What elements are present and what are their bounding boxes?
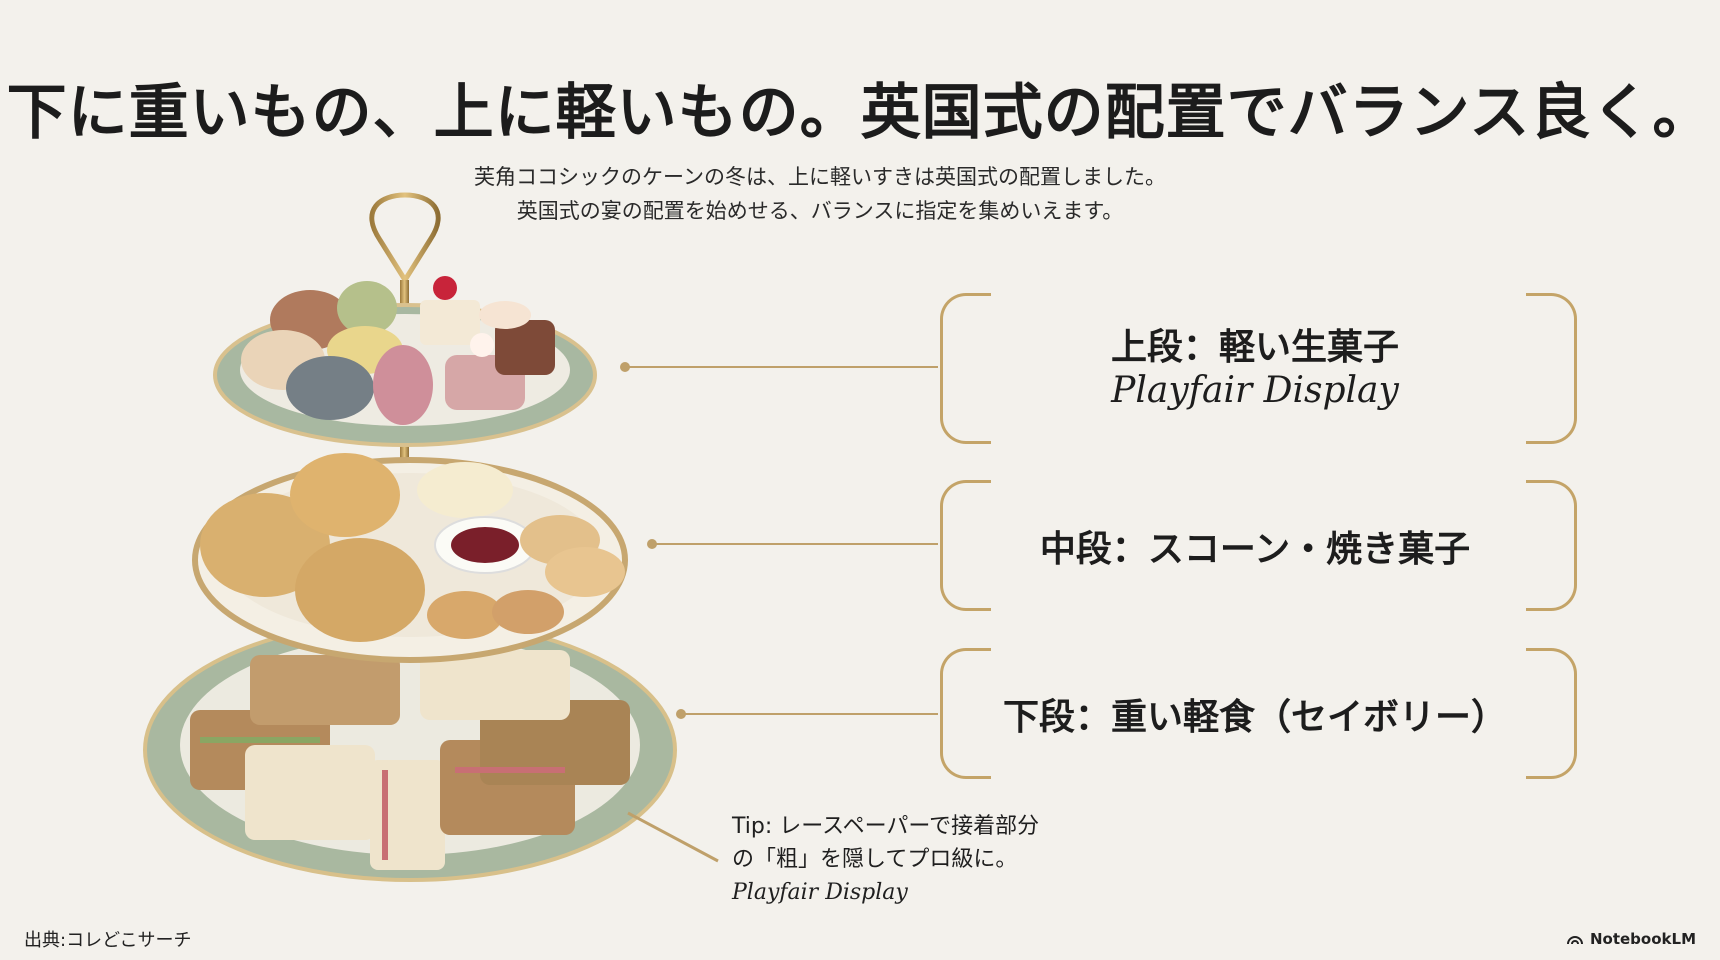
bracket-top-left (940, 293, 991, 444)
scones-and-cookies (200, 453, 625, 642)
tier-label-bottom: 下段：重い軽食（セイボリー） (1002, 696, 1507, 738)
macarons-and-petit-gateaux (241, 276, 555, 425)
tip-pointer (627, 811, 719, 863)
connector-top-dot (620, 362, 630, 372)
tier-font-top: Playfair Display (1111, 370, 1399, 411)
source-credit: 出典:コレどこサーチ (24, 930, 192, 951)
tip-line-2: の「粗」を隠してプロ級に。 (732, 847, 1018, 872)
tier-label-top: 上段：軽い生菓子 (1110, 326, 1399, 368)
connector-middle-dot (647, 539, 657, 549)
subtitle: 芙角ココシックのケーンの冬は、上に軽いすきは英国式の配置しました。 英国式の宴の… (0, 160, 1640, 228)
tip-font: Playfair Display (732, 880, 908, 905)
connector-bottom (684, 713, 938, 715)
subtitle-line-2: 英国式の宴の配置を始めせる、バランスに指定を集めいえます。 (516, 199, 1124, 223)
subtitle-line-1: 芙角ココシックのケーンの冬は、上に軽いすきは英国式の配置しました。 (474, 165, 1166, 189)
bracket-middle-right (1526, 480, 1577, 611)
tip-note: Tip: レースペーパーで接着部分 の「粗」を隠してプロ級に。 Playfair… (732, 810, 1039, 909)
notebooklm-logo-icon (1566, 936, 1583, 945)
connector-middle (655, 543, 938, 545)
afternoon-tea-stand-illustration (143, 192, 677, 882)
tier-label-middle: 中段：スコーン・焼き菓子 (1039, 528, 1471, 570)
sandwiches (190, 650, 630, 870)
bracket-bottom-left (940, 648, 991, 779)
stand-handle (369, 192, 441, 285)
bracket-top-right (1526, 293, 1577, 444)
bracket-bottom-right (1526, 648, 1577, 779)
connector-top (628, 366, 938, 368)
connector-bottom-dot (676, 709, 686, 719)
bracket-middle-left (940, 480, 991, 611)
brand-label: NotebookLM (1589, 930, 1696, 948)
page-title: 下に重いもの、上に軽いもの。英国式の配置でバランス良く。 (6, 78, 1714, 148)
tip-line-1: Tip: レースペーパーで接着部分 (732, 814, 1040, 839)
notebooklm-brand: NotebookLM (1566, 930, 1696, 948)
